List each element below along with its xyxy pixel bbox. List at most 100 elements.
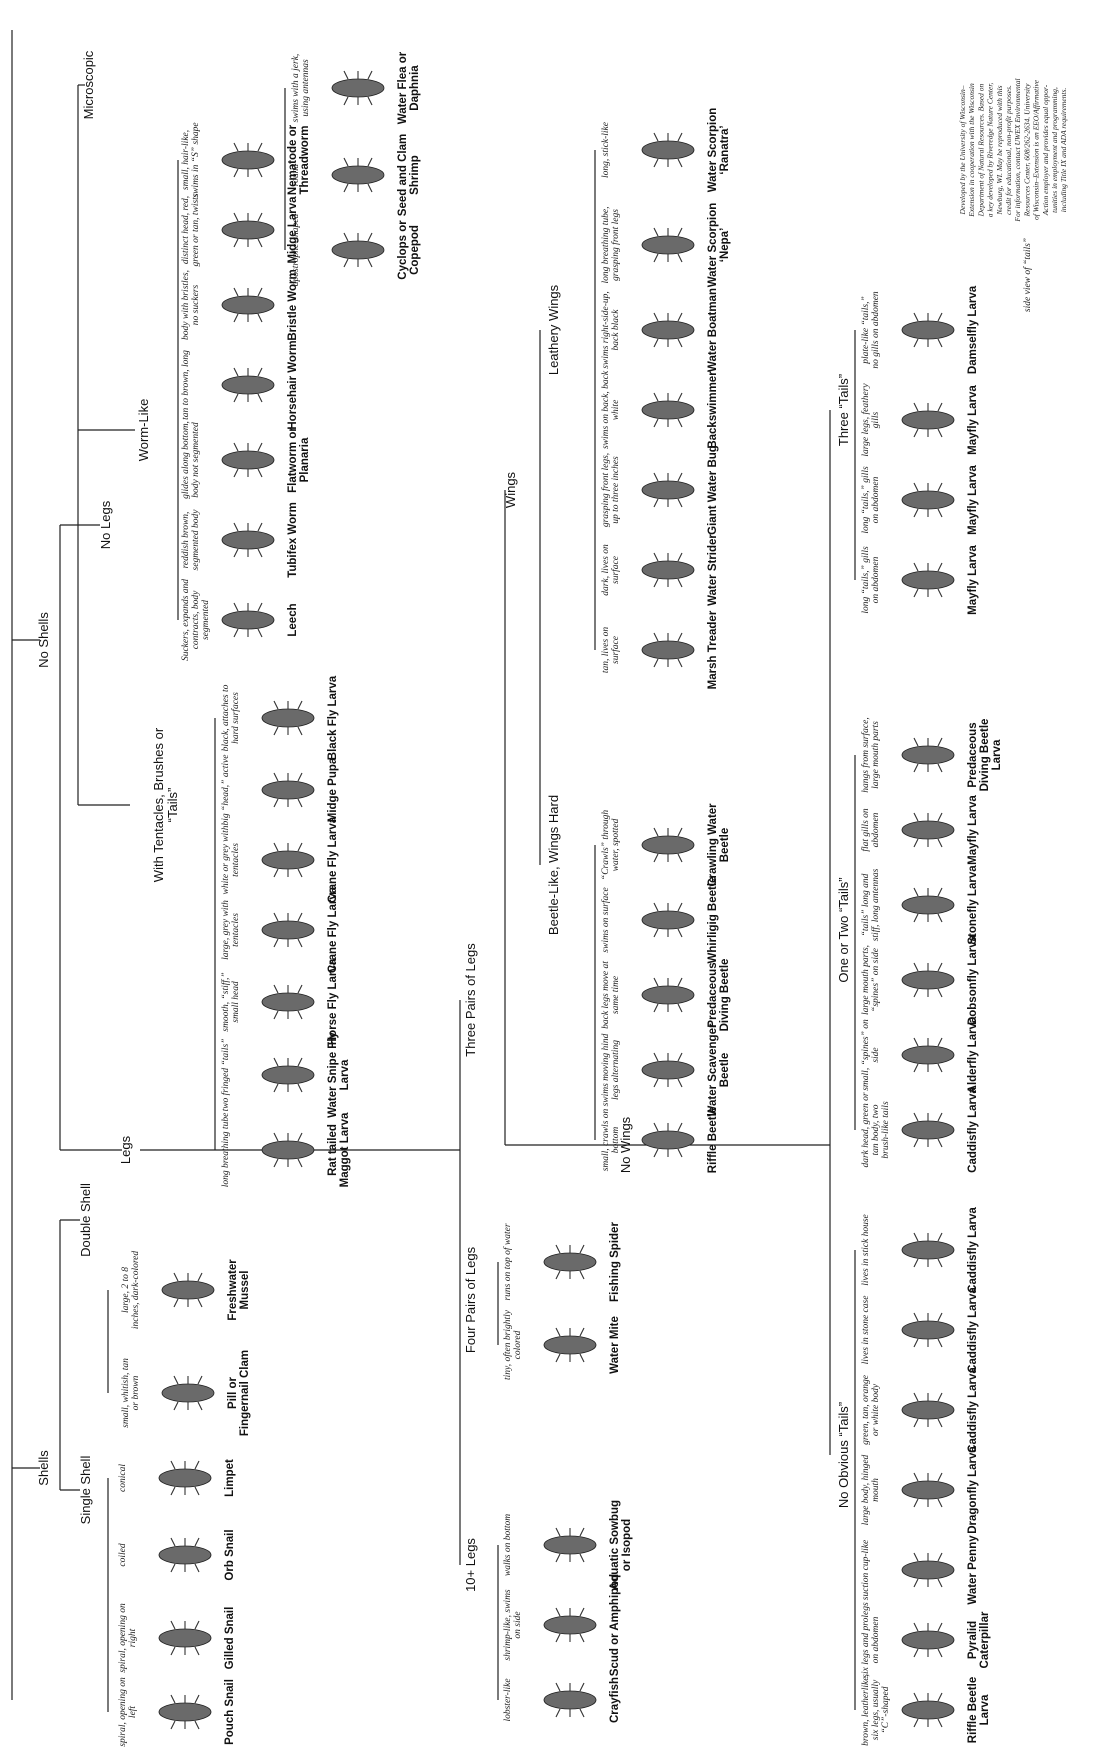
name-orb_snail: Orb Snail <box>224 1529 236 1580</box>
name-limpet: Limpet <box>224 1459 236 1497</box>
name-leech: Leech <box>287 603 299 636</box>
category-label-wings: Wings <box>503 471 518 508</box>
desc-pill_clam: small, whitish, tanor brown <box>121 1358 141 1428</box>
name-seed_shrimp: Seed and ClamShrimp <box>397 134 421 216</box>
desc-water_penny: suction cup-like <box>861 1540 871 1600</box>
desc-caddisfly_1: green, tan, orangeor white body <box>861 1375 881 1445</box>
name-cyclops: Cyclops orCopepod <box>397 220 421 280</box>
category-label-no_shells: No Shells <box>36 612 51 668</box>
credit-line: Developed by the University of Wisconsin… <box>958 85 967 215</box>
category-label-worm_like: Worm-Like <box>136 399 151 462</box>
name-pouch_snail: Pouch Snail <box>224 1679 236 1745</box>
creature-midge_pupa <box>262 773 314 807</box>
desc-mayfly_2: long “tails,” gillson abdomen <box>861 466 881 534</box>
creature-water_scorpion_ranatra <box>642 133 694 167</box>
desc-giant_water_bug: grasping front legs,up to three inches <box>600 453 621 527</box>
credit-line: of Wisconsin–Extension is an EEO/Affirma… <box>1032 79 1041 220</box>
category-label-three_tails: Three “Tails” <box>836 374 851 446</box>
creature-gilled_snail <box>159 1621 211 1655</box>
desc-water_scorpion_ranatra: long, stick-like <box>601 122 611 178</box>
creature-horsehair <box>222 368 274 402</box>
name-alderfly: Alderfly Larva <box>967 1016 979 1093</box>
creature-water_boatman <box>642 313 694 347</box>
creature-rat_tailed_maggot <box>262 1133 314 1167</box>
credit-line: Extension in cooperation with the Wiscon… <box>967 83 976 218</box>
creature-crane_fly_1 <box>262 913 314 947</box>
creature-predaceous_larva <box>902 738 954 772</box>
credit-line: tunities in employment and programming, <box>1050 87 1059 213</box>
name-giant_water_bug: Giant Water Bug <box>707 445 719 535</box>
creature-crane_fly_2 <box>262 843 314 877</box>
desc-horsehair: tan to brown, long <box>181 350 191 420</box>
name-crane_fly_2: Crane Fly Larva <box>327 816 339 903</box>
name-tubifex: Tubifex Worm <box>287 502 299 578</box>
creature-water_mite <box>544 1328 596 1362</box>
desc-caddisfly_2: lives in stone case <box>861 1296 871 1365</box>
name-midge_pupa: Midge Pupa <box>327 757 339 822</box>
name-whirligig: Whirligig Beetle <box>707 877 719 964</box>
creature-mayfly_flat <box>902 813 954 847</box>
name-backswimmer: Backswimmer <box>707 371 719 449</box>
creature-riffle_beetle_larva <box>902 1693 954 1727</box>
name-gilled_snail: Gilled Snail <box>224 1607 236 1670</box>
creature-pyralid <box>902 1623 954 1657</box>
desc-freshwater_mussel: large, 2 to 8inches, dark-colored <box>121 1251 141 1330</box>
name-horsehair: Horsehair Worm <box>287 340 299 429</box>
desc-rat_tailed_maggot: long breathing tube <box>221 1113 231 1188</box>
name-mayfly_3: Mayfly Larva <box>967 385 979 455</box>
creature-water_strider <box>642 553 694 587</box>
creature-dobsonfly <box>902 963 954 997</box>
desc-mayfly_1: long “tails,” gillson abdomen <box>861 546 881 614</box>
credit-line: Department of Natural Resources. Based o… <box>976 83 985 217</box>
creature-water_penny <box>902 1553 954 1587</box>
name-water_scorpion_ranatra: Water Scorpion‘Ranatra’ <box>707 108 731 193</box>
name-pyralid: PyralidCaterpillar <box>967 1611 991 1668</box>
name-riffle_beetle_larva: Riffle BeetleLarva <box>967 1677 991 1743</box>
name-rat_tailed_maggot: Rat tailedMaggot Larva <box>327 1112 351 1187</box>
category-labels: ShellsSingle ShellDouble ShellNo ShellsL… <box>36 50 851 1592</box>
creature-sowbug <box>544 1528 596 1562</box>
creature-caddisfly_2 <box>902 1313 954 1347</box>
name-water_boatman: Water Boatman <box>707 288 719 372</box>
name-crawling_water_beetle: Crawling WaterBeetle <box>707 803 731 887</box>
credit-text: Developed by the University of Wisconsin… <box>958 78 1068 222</box>
creature-mayfly_3 <box>902 403 954 437</box>
desc-gilled_snail: spiral, opening onright <box>118 1603 138 1673</box>
desc-mayfly_flat: flat gills onabdomen <box>860 808 881 852</box>
desc-crane_fly_2: white or grey withtentacles <box>221 825 241 894</box>
category-label-ten_legs: 10+ Legs <box>463 1538 478 1592</box>
creature-black_fly <box>262 701 314 735</box>
name-mayfly_1: Mayfly Larva <box>967 545 979 615</box>
credit-line: a key developed by Riveredge Nature Cent… <box>986 83 995 218</box>
desc-backswimmer: swims on back, backwhite <box>601 370 621 449</box>
name-water_scavenger: Water ScavengerBeetle <box>707 1023 731 1116</box>
creature-dragonfly <box>902 1473 954 1507</box>
desc-dobsonfly: large mouth parts,“spines” on side <box>861 945 881 1015</box>
desc-orb_snail: coiled <box>118 1543 128 1566</box>
name-caddisfly_4: Caddisfly Larva <box>967 1087 979 1173</box>
category-label-double_shell: Double Shell <box>78 1183 93 1257</box>
desc-water_flea: swims with a jerk,using antennas <box>291 54 311 123</box>
desc-alderfly: small, “spines” onside <box>861 1019 881 1091</box>
desc-water_scavenger: swims moving hindlegs alternating <box>601 1033 621 1106</box>
desc-black_fly: black, attaches tohard surfaces <box>221 684 241 751</box>
creature-pill_clam <box>162 1376 214 1410</box>
category-label-with_tentacles: With Tentacles, Brushes or“Tails” <box>151 727 180 882</box>
creature-orb_snail <box>159 1538 211 1572</box>
creature-cyclops <box>332 233 384 267</box>
creature-seed_shrimp <box>332 158 384 192</box>
name-caddisfly_3: Caddisfly Larva <box>967 1207 979 1293</box>
desc-scud: shrimp-like, swimson side <box>503 1589 523 1661</box>
creature-mayfly_1 <box>902 563 954 597</box>
name-flatworm: Flatworm orPlanaria <box>287 427 311 493</box>
creature-nematode <box>222 143 274 177</box>
desc-whirligig: swims on surface <box>600 887 611 952</box>
creature-marsh_treader <box>642 633 694 667</box>
desc-pyralid: six legs and prolegson abdomen <box>861 1602 881 1678</box>
creature-mayfly_2 <box>902 483 954 517</box>
desc-flatworm: glides along bottom,body not segmented <box>181 421 201 499</box>
desc-dragonfly: large body, hingedmouth <box>861 1454 881 1525</box>
desc-midge_pupa: big “head,” active <box>221 755 231 826</box>
creature-water_scavenger <box>642 1053 694 1087</box>
